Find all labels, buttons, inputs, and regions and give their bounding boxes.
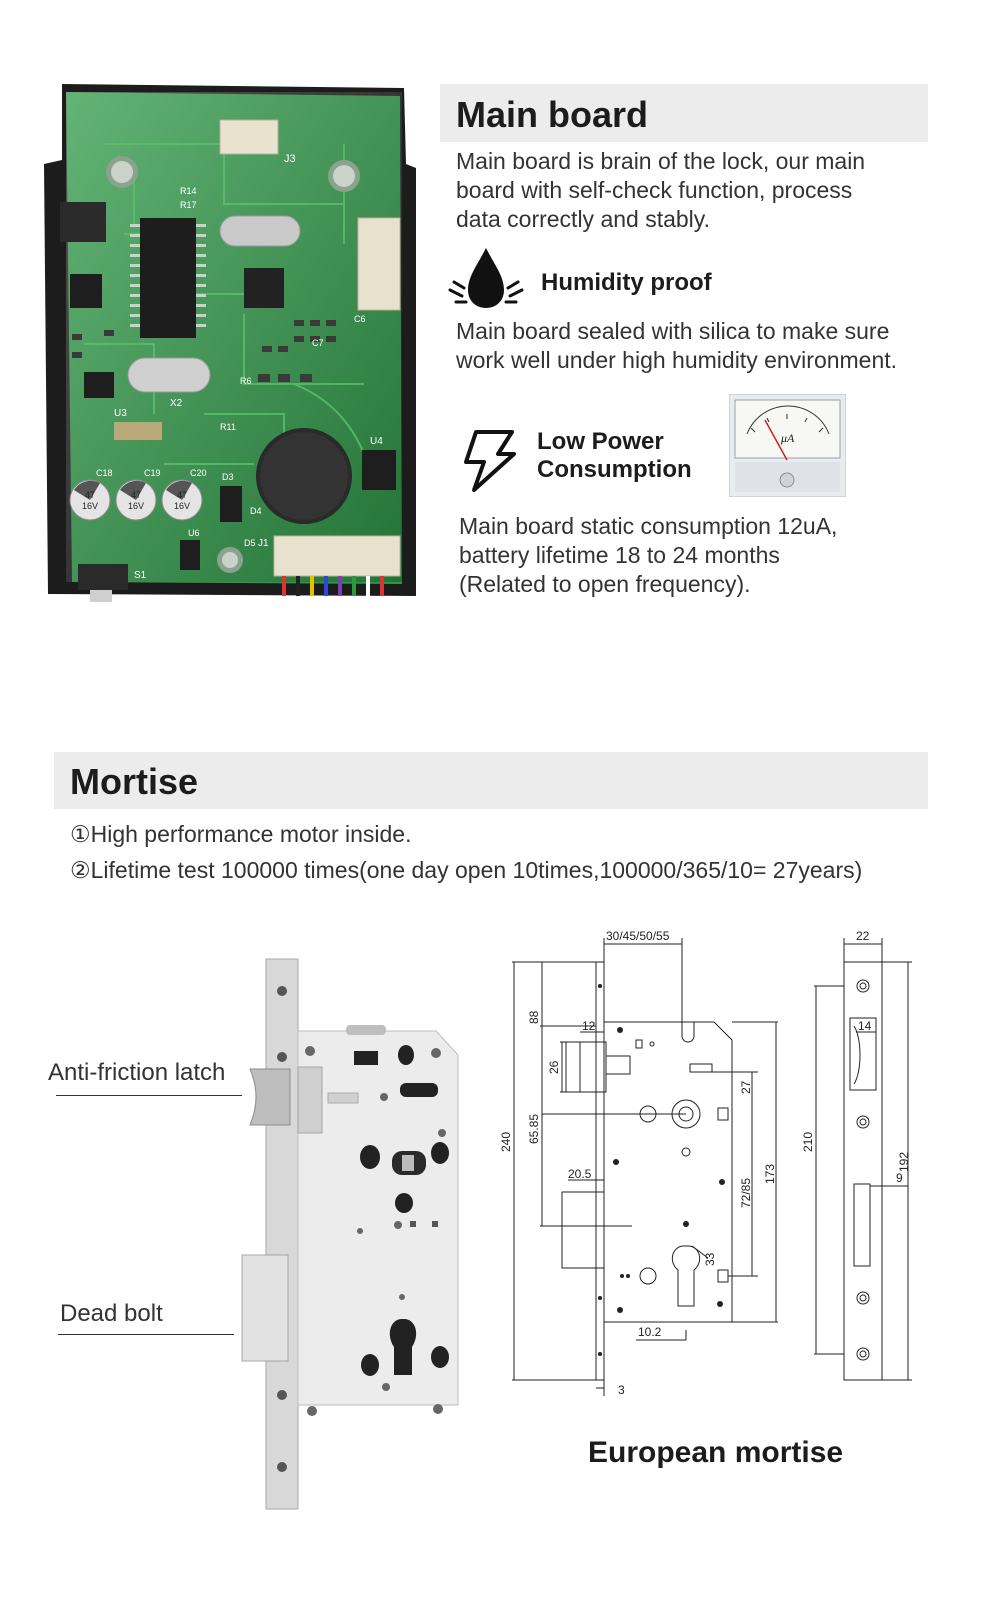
svg-text:R17: R17 (180, 200, 197, 210)
svg-text:U3: U3 (114, 408, 127, 419)
svg-text:X2: X2 (170, 398, 183, 409)
svg-text:C6: C6 (354, 314, 366, 324)
low-power-text: Main board static consumption 12uA, batt… (459, 512, 837, 599)
main-board-photo: J3 R14 R17 X2 U3 (44, 84, 416, 602)
svg-text:R6: R6 (240, 376, 252, 386)
main-board-description: Main board is brain of the lock, our mai… (456, 147, 865, 234)
humidity-proof-title: Humidity proof (541, 269, 712, 296)
svg-text:210: 210 (801, 1132, 815, 1152)
svg-text:72/85: 72/85 (739, 1178, 753, 1208)
svg-text:27: 27 (739, 1080, 753, 1094)
svg-text:22: 22 (856, 929, 870, 943)
svg-text:47: 47 (85, 490, 95, 500)
svg-text:R11: R11 (220, 422, 236, 432)
svg-text:240: 240 (499, 1132, 513, 1152)
mortise-dimension-drawing: 30/45/50/55 88 12 26 65.85 240 27 173 72… (496, 926, 920, 1406)
svg-text:30/45/50/55: 30/45/50/55 (606, 929, 670, 943)
low-power-title-line: Low Power (537, 428, 664, 455)
svg-text:16V: 16V (128, 501, 144, 511)
main-board-title: Main board (456, 94, 649, 135)
svg-text:192: 192 (897, 1152, 911, 1172)
svg-text:14: 14 (858, 1019, 872, 1033)
svg-text:16V: 16V (174, 501, 190, 511)
mortise-note-lifetime: ②Lifetime test 100000 times(one day open… (70, 857, 863, 883)
mortise-note-motor: ①High performance motor inside. (70, 821, 412, 847)
low-power-line: Main board static consumption 12uA, (459, 513, 838, 539)
svg-text:μA: μA (780, 431, 795, 445)
svg-text:47: 47 (131, 490, 141, 500)
anti-friction-latch-leader (56, 1095, 242, 1096)
svg-text:J3: J3 (284, 153, 296, 165)
svg-text:U6: U6 (188, 528, 200, 538)
svg-text:47: 47 (177, 490, 187, 500)
main-board-description-line: data correctly and stably. (456, 206, 710, 232)
dead-bolt-leader (58, 1334, 234, 1335)
ammeter-photo: μA (728, 393, 847, 498)
low-power-line: battery lifetime 18 to 24 months (459, 542, 780, 568)
svg-text:D3: D3 (222, 472, 234, 482)
svg-text:12: 12 (582, 1019, 596, 1033)
svg-text:20.5: 20.5 (568, 1167, 592, 1181)
svg-text:88: 88 (527, 1010, 541, 1024)
humidity-proof-line: Main board sealed with silica to make su… (456, 318, 890, 344)
svg-text:J1: J1 (258, 538, 269, 549)
svg-text:9: 9 (896, 1171, 903, 1185)
water-drop-icon (446, 246, 526, 310)
anti-friction-latch-label: Anti-friction latch (48, 1059, 226, 1086)
svg-text:C19: C19 (144, 468, 161, 478)
main-board-title-bar (440, 84, 928, 142)
humidity-proof-line: work well under high humidity environmen… (456, 347, 898, 373)
lightning-icon (460, 428, 518, 492)
humidity-proof-text: Main board sealed with silica to make su… (456, 317, 897, 375)
svg-text:C7: C7 (312, 338, 324, 348)
mortise-lock-photo (236, 955, 466, 1515)
svg-text:65.85: 65.85 (527, 1114, 541, 1144)
svg-text:C20: C20 (190, 468, 207, 478)
low-power-line: (Related to open frequency). (459, 571, 751, 597)
dead-bolt-label: Dead bolt (60, 1300, 163, 1327)
svg-text:R14: R14 (180, 186, 197, 196)
svg-text:U4: U4 (370, 436, 383, 447)
svg-text:S1: S1 (134, 570, 147, 581)
european-mortise-caption: European mortise (588, 1436, 844, 1469)
svg-text:26: 26 (547, 1060, 561, 1074)
svg-text:3: 3 (618, 1383, 625, 1397)
svg-text:16V: 16V (82, 501, 98, 511)
main-board-description-line: board with self-check function, process (456, 177, 853, 203)
mortise-title-bar (54, 752, 928, 809)
low-power-title-line: Consumption (537, 456, 692, 483)
low-power-title: Low Power Consumption (537, 428, 692, 484)
mortise-title: Mortise (70, 761, 199, 802)
svg-text:33: 33 (703, 1252, 717, 1266)
svg-text:10.2: 10.2 (638, 1325, 662, 1339)
main-board-description-line: Main board is brain of the lock, our mai… (456, 148, 866, 174)
svg-text:D4: D4 (250, 506, 262, 516)
svg-text:D5: D5 (244, 538, 256, 548)
svg-text:173: 173 (763, 1164, 777, 1184)
svg-text:C18: C18 (96, 468, 113, 478)
